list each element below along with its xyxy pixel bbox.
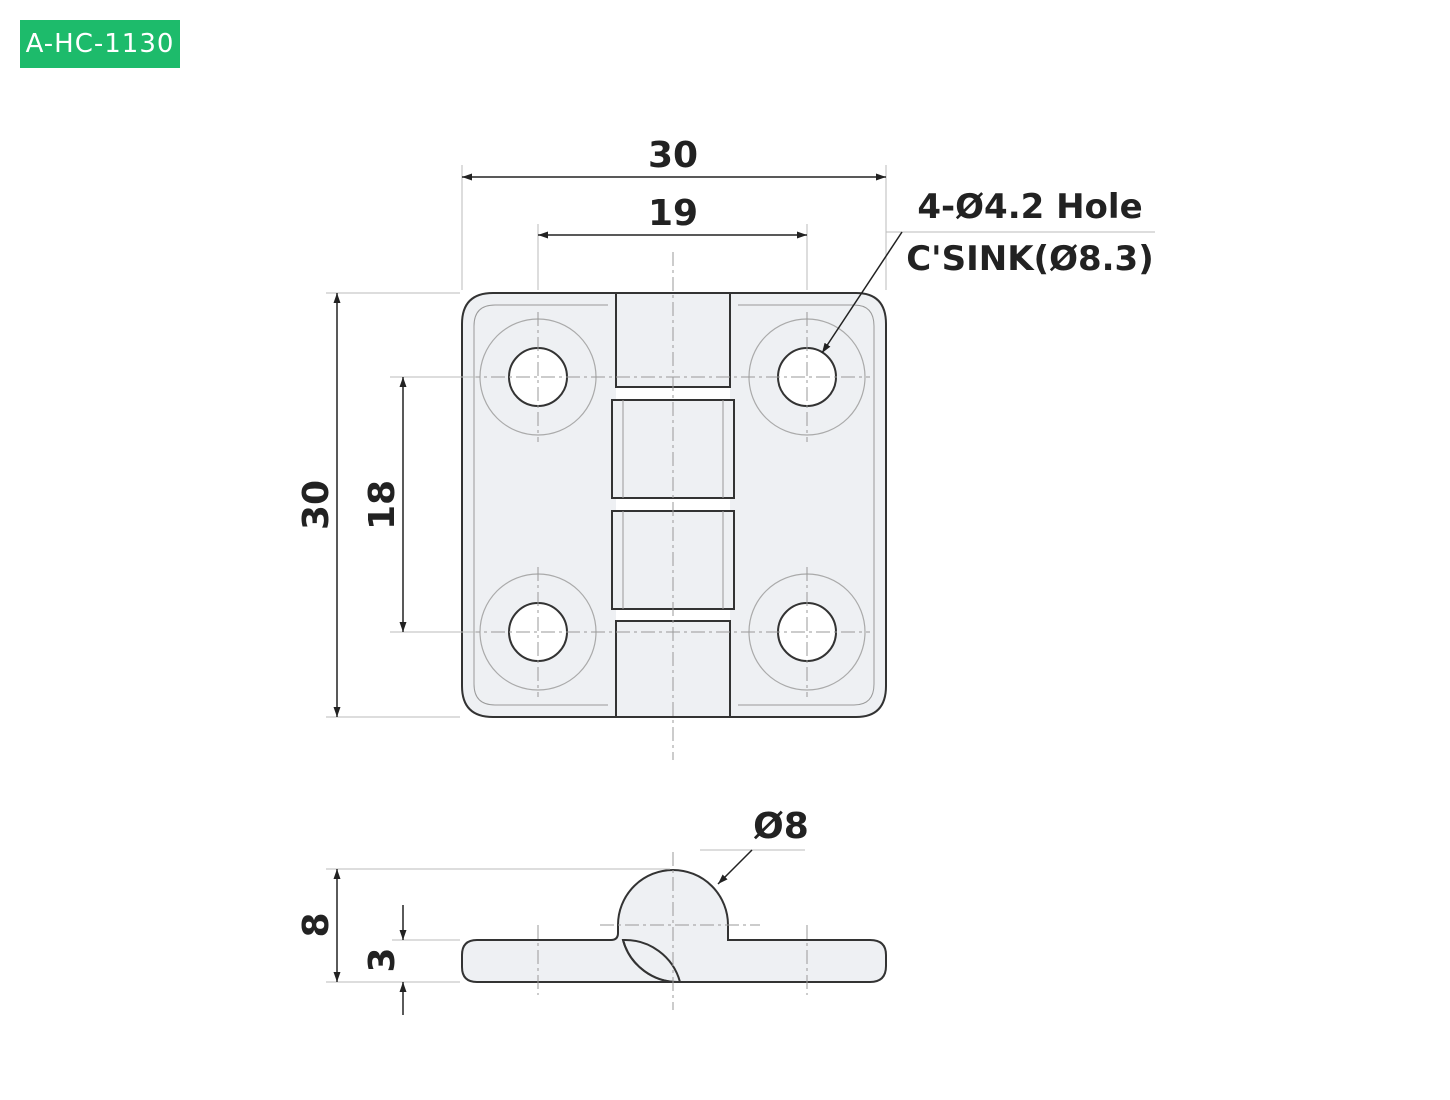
part-number-badge: A-HC-1130 xyxy=(20,20,180,68)
dim-hole-spacing-x: 19 xyxy=(648,193,698,234)
dim-knuckle-diameter: Ø8 xyxy=(753,806,809,847)
dim-total-height: 8 xyxy=(296,912,337,937)
top-view: 30 19 30 18 4-Ø4.2 Hole C'SINK(Ø8.3) xyxy=(296,135,1155,760)
centerlines-side xyxy=(537,852,808,1010)
left-leaf xyxy=(461,292,616,718)
dim-hole-spacing-y: 18 xyxy=(362,480,403,530)
side-profile xyxy=(461,869,887,984)
hole-callout: 4-Ø4.2 Hole C'SINK(Ø8.3) xyxy=(821,187,1155,354)
extension-lines-side xyxy=(326,849,805,983)
hole-note-line2: C'SINK(Ø8.3) xyxy=(906,239,1154,279)
extension-lines-top xyxy=(326,165,887,718)
dim-plate-thickness: 3 xyxy=(362,947,403,972)
centerlines-top xyxy=(466,252,870,760)
dim-overall-width: 30 xyxy=(648,135,698,176)
dimension-lines-side xyxy=(333,849,753,1015)
dimension-lines-top xyxy=(333,173,886,717)
diameter-leader xyxy=(717,849,753,885)
side-view: Ø8 8 3 xyxy=(296,806,887,1015)
right-leaf xyxy=(730,292,887,718)
hole-note-line1: 4-Ø4.2 Hole xyxy=(917,187,1142,227)
dim-overall-height: 30 xyxy=(296,480,337,530)
